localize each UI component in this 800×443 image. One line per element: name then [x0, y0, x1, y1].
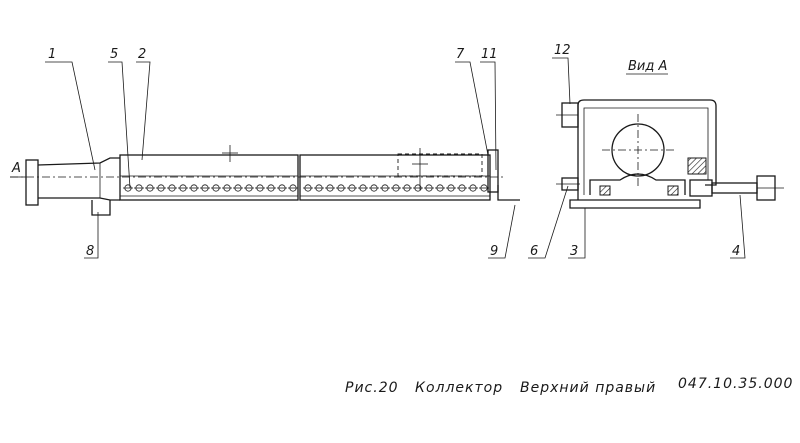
- callout-11: 11: [481, 47, 498, 62]
- adjusting-bolt: [689, 179, 713, 197]
- pipe-section: [611, 123, 665, 177]
- view-title: Вид А: [628, 59, 667, 74]
- hole-row: [123, 184, 489, 192]
- section-mark: А: [11, 161, 21, 176]
- caption-fig: Рис.20: [345, 380, 399, 396]
- bracket: [91, 200, 111, 216]
- callout-9: 9: [490, 244, 498, 259]
- caption-desc: Верхний правый: [520, 380, 656, 396]
- flange: [25, 159, 39, 206]
- leader-lines: [10, 57, 746, 259]
- caption-name: Коллектор: [415, 380, 503, 396]
- collector-body-right: [299, 154, 491, 201]
- callout-1: 1: [48, 47, 56, 62]
- caption-code: 047.10.35.000: [678, 376, 793, 392]
- view-a: [556, 99, 784, 209]
- callout-8: 8: [86, 244, 94, 259]
- callout-6: 6: [530, 244, 538, 259]
- base-plate: [569, 199, 701, 209]
- inlet-pipe: [37, 157, 120, 201]
- hidden-window: [397, 153, 483, 177]
- callout-3: 3: [570, 244, 578, 259]
- caption: Рис.20 Коллектор Верхний правый 047.10.3…: [345, 376, 793, 396]
- callout-7: 7: [456, 47, 465, 62]
- callout-5: 5: [110, 47, 118, 62]
- callout-2: 2: [138, 47, 146, 62]
- collector-body-left: [119, 154, 299, 201]
- collector-side-view: [10, 145, 520, 216]
- end-cap: [487, 149, 499, 193]
- callout-12: 12: [554, 43, 571, 58]
- callout-4: 4: [732, 244, 740, 259]
- labels: 1 5 2 7 11 12 8 9 6 3 4 А Вид А: [11, 43, 740, 259]
